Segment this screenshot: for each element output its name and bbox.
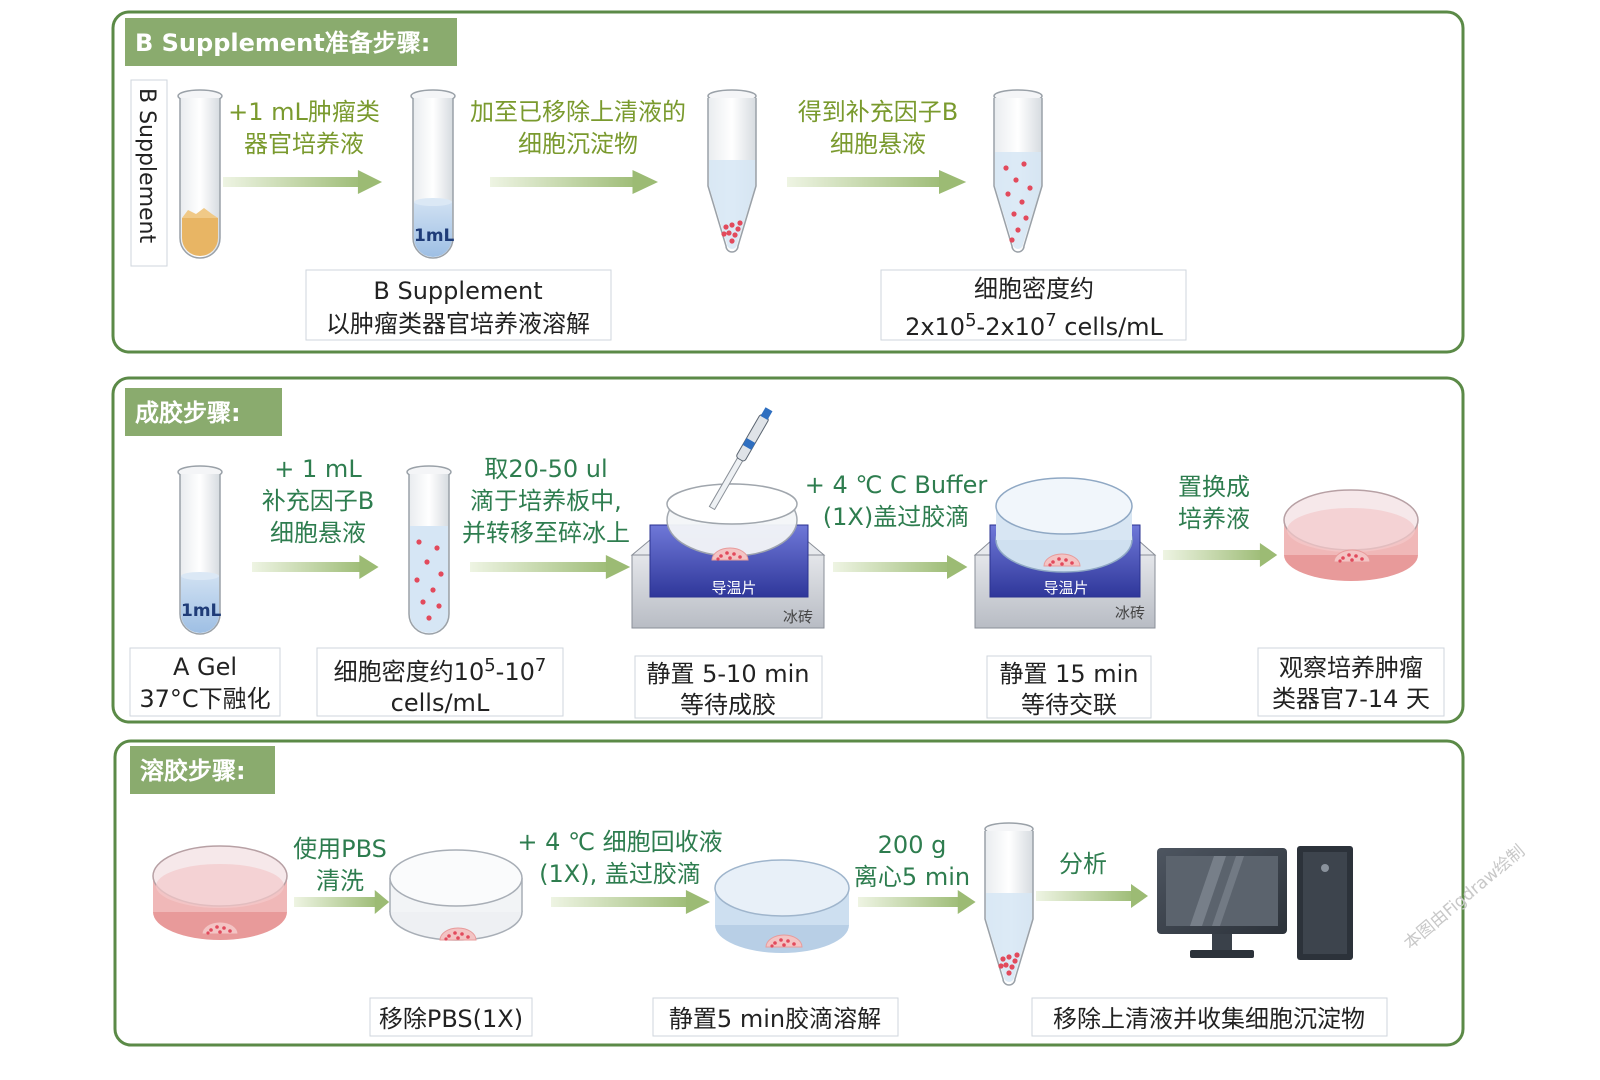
box1-line2: 以肿瘤类器官培养液溶解: [326, 310, 590, 338]
gel-box5-line1: 观察培养肿瘤: [1279, 654, 1423, 682]
conical-tube-pellet: [707, 89, 757, 253]
section1-title-bg: [125, 18, 457, 66]
arrow1-line3: 细胞悬液: [270, 519, 366, 547]
arrow2-line2: 滴于培养板中,: [470, 487, 622, 515]
step3-line2: 细胞悬液: [830, 130, 926, 158]
pipette-icon: [708, 407, 773, 511]
tube-label: 1mL: [414, 226, 455, 246]
section-gel-dissolution: 溶胶步骤: 使用PBS 清洗 + 4 ℃ 细胞回收液 (1X), 盖过胶滴: [113, 739, 1465, 1047]
dis-arrow3-line1: 200 g: [878, 831, 947, 859]
section3-title: 溶胶步骤:: [140, 757, 246, 785]
computer-icon: [1157, 846, 1353, 960]
arrow2-line1: 取20-50 ul: [484, 455, 607, 483]
dis-arrow1-line1: 使用PBS: [293, 835, 387, 863]
step1-line2: 器官培养液: [244, 130, 364, 158]
gel-box1-line2: 37°C下融化: [139, 685, 270, 713]
culture-dish-1: [1283, 489, 1419, 581]
conical-tube-suspension: [993, 89, 1043, 253]
dis-box2: 静置5 min胶滴溶解: [669, 1005, 881, 1033]
section1-title: B Supplement准备步骤:: [135, 29, 430, 57]
arrow3-line2: (1X)盖过胶滴: [823, 503, 969, 531]
ice-label-1: 冰砖: [783, 608, 813, 626]
tube-label-2: 1mL: [181, 601, 222, 621]
dis-arrow4-line1: 分析: [1059, 850, 1107, 878]
step2-line2: 细胞沉淀物: [518, 130, 638, 158]
tube-mixed: [406, 465, 452, 635]
arrow4-line2: 培养液: [1178, 505, 1250, 533]
ice-label-2: 冰砖: [1115, 604, 1145, 622]
arrow1-line1: + 1 mL: [274, 455, 362, 483]
section-b-supplement: B Supplement准备步骤: B Supplement +1 mL肿瘤类 …: [111, 10, 1465, 354]
gel-box3-line1: 静置 5-10 min: [647, 660, 810, 688]
step1-line1: +1 mL肿瘤类: [228, 98, 380, 126]
dis-arrow1-line2: 清洗: [316, 867, 364, 895]
plate-label-2: 导温片: [1043, 579, 1088, 597]
tube-1ml: [410, 89, 456, 259]
gel-box4-line1: 静置 15 min: [999, 660, 1138, 688]
arrow3-line1: + 4 ℃ C Buffer: [805, 471, 988, 499]
conical-tube-final: [984, 822, 1034, 986]
tube-powder: [177, 89, 223, 259]
empty-dish: [389, 849, 523, 942]
gel-box1-line1: A Gel: [173, 653, 237, 681]
tube-agel: [177, 465, 223, 635]
step2-line1: 加至已移除上清液的: [470, 98, 686, 126]
culture-dish-2: [152, 845, 288, 940]
ice-plate-1: 导温片 冰砖: [630, 407, 826, 629]
gel-box4-line2: 等待交联: [1021, 691, 1117, 719]
dis-box3: 移除上清液并收集细胞沉淀物: [1053, 1005, 1365, 1033]
section2-title: 成胶步骤:: [135, 399, 241, 427]
section-gel-formation: 成胶步骤: 1mL + 1 mL 补充因子B 细胞悬液 取20-50 ul 滴于…: [111, 376, 1465, 724]
gel-box2-line2: cells/mL: [391, 689, 490, 717]
arrow2-line3: 并转移至碎冰上: [462, 519, 630, 547]
dis-arrow2-line1: + 4 ℃ 细胞回收液: [517, 828, 722, 856]
gel-box5-line2: 类器官7-14 天: [1272, 685, 1430, 713]
box2-line1: 细胞密度约: [974, 275, 1094, 303]
ice-plate-2: 导温片 冰砖: [973, 477, 1157, 629]
box1-line1: B Supplement: [373, 277, 542, 305]
blue-dish: [714, 859, 850, 953]
arrow1-line2: 补充因子B: [262, 487, 374, 515]
dis-arrow3-line2: 离心5 min: [854, 863, 970, 891]
gel-box2-line1: 细胞密度约105-107: [334, 655, 547, 686]
arrow4-line1: 置换成: [1178, 473, 1250, 501]
step3-line1: 得到补充因子B: [798, 98, 958, 126]
dis-box1: 移除PBS(1X): [379, 1005, 523, 1033]
plate-label-1: 导温片: [711, 579, 756, 597]
vertical-label: B Supplement: [134, 88, 159, 243]
box2-line2: 2x105-2x107 cells/mL: [905, 310, 1163, 341]
dis-arrow2-line2: (1X), 盖过胶滴: [539, 860, 701, 888]
gel-box3-line2: 等待成胶: [680, 691, 776, 719]
